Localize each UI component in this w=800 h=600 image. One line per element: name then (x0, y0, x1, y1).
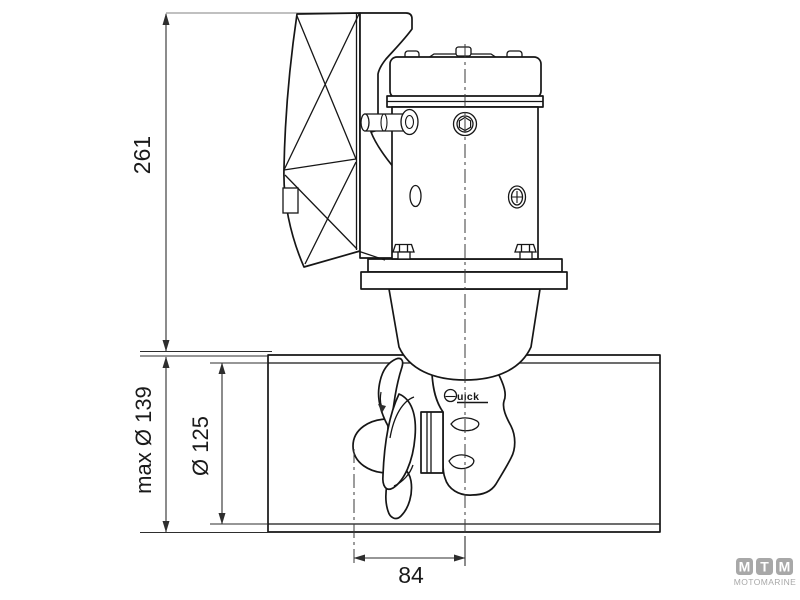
dimension-label-125: Ø 125 (188, 416, 213, 476)
quick-logo: uick (443, 388, 488, 404)
dimension-hub-offset: 84 (353, 449, 466, 588)
prop-collar (420, 411, 444, 474)
hex-socket-bolt (452, 111, 478, 137)
pod-lower-slot (448, 454, 475, 470)
mounting-flange (360, 258, 568, 290)
prop-hub-dome (352, 418, 389, 474)
brand-square-3 (776, 558, 793, 575)
quick-logo-text: uick (457, 391, 479, 403)
bracket-foot-line (357, 250, 386, 261)
prop-blade-upper (377, 357, 404, 432)
pipe-flange-disc (400, 108, 419, 136)
dimension-label-261: 261 (129, 136, 155, 174)
side-pipe (360, 108, 419, 136)
quick-logo-q-icon (443, 388, 458, 403)
flange-bolt-right (514, 243, 537, 260)
dimension-label-84: 84 (398, 562, 424, 588)
mounting-bracket-plate (282, 12, 361, 268)
propeller (352, 357, 444, 520)
prop-blade-front (382, 393, 417, 491)
side-screw (409, 184, 422, 208)
dimension-outer-diameter: max Ø 139 (131, 355, 268, 534)
phillips-screw (507, 185, 527, 209)
motor-mount-bracket (359, 12, 437, 259)
brand-letter-3: M (779, 559, 791, 575)
dimension-label-max-139: max Ø 139 (131, 386, 156, 494)
prop-blade-back-edge (389, 396, 415, 439)
brand-subtitle: MOTOMARINE (734, 577, 796, 587)
prop-blade-back-edge-lower (393, 464, 414, 487)
brand-letter-2: T (760, 559, 769, 575)
dimension-overall-height: 261 (129, 13, 272, 353)
brand-square-1 (736, 558, 753, 575)
bracket-tab (282, 187, 299, 214)
brand-letter-1: M (739, 559, 751, 575)
mtm-brand-logo: M T M MOTOMARINE (734, 558, 796, 587)
dimension-inner-diameter: Ø 125 (188, 362, 268, 525)
rotation-arrow-icon (378, 391, 386, 413)
brand-square-2 (756, 558, 773, 575)
motor-top-nub (455, 46, 472, 57)
flange-bolt-left (392, 243, 415, 260)
